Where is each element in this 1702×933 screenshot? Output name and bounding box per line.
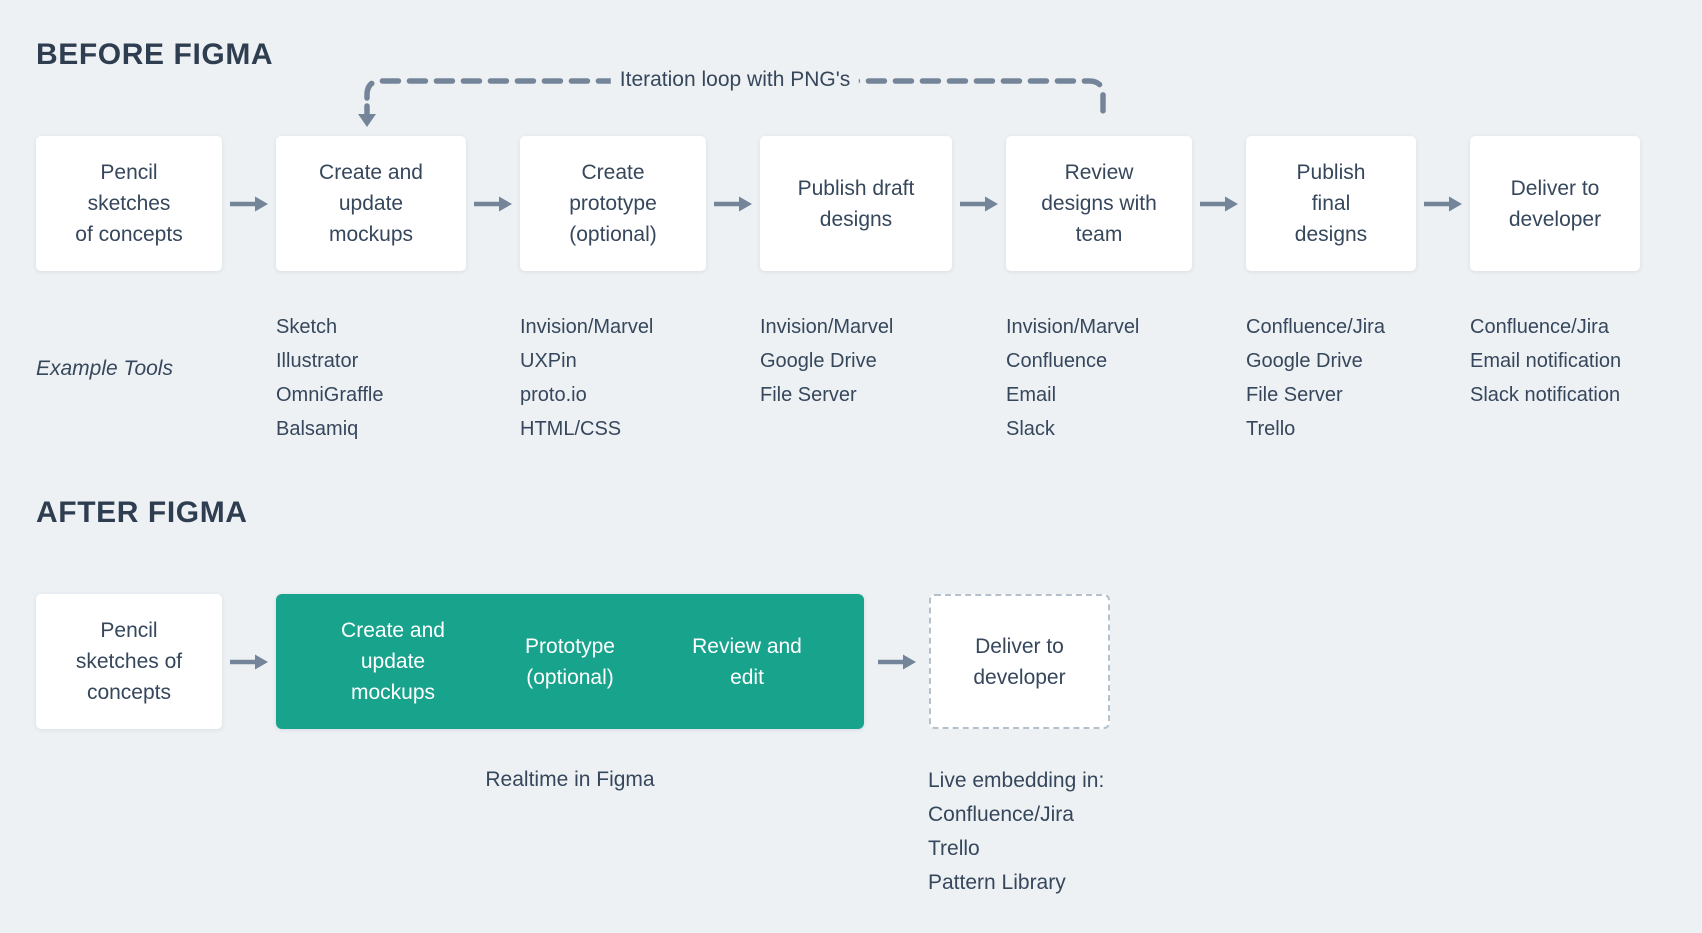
tools-list: Confluence/Jira Email notification Slack… [1470,310,1640,412]
arrow-right-icon [230,654,268,669]
before-flow-row: Pencil sketches of concepts Example Tool… [36,136,1640,446]
tool-item: File Server [760,384,857,406]
before-step-publish-draft: Publish draft designs Invision/Marvel Go… [760,136,952,412]
example-tools-label: Example Tools [36,357,173,380]
step-box: Publish final designs [1246,136,1416,271]
tool-item: Google Drive [1246,350,1363,372]
arrow-right-icon [1200,196,1238,211]
arrow-right-icon [960,196,998,211]
tool-item: File Server [1246,384,1343,406]
tool-item: Invision/Marvel [760,316,894,338]
figma-combined-step-box: Create and update mockups Prototype (opt… [276,594,864,729]
before-step-deliver: Deliver to developer Confluence/Jira Ema… [1470,136,1640,412]
step-box: Pencil sketches of concepts [36,136,222,271]
step-box: Deliver to developer [1470,136,1640,271]
after-figma-title: AFTER FIGMA [36,496,248,529]
tool-item: Slack [1006,418,1055,440]
tool-item: Google Drive [760,350,877,372]
live-embedding-caption: Live embedding in: Confluence/Jira Trell… [928,769,1105,894]
flow-arrow [1192,136,1246,271]
flow-arrow [706,136,760,271]
arrow-right-icon [230,196,268,211]
tool-item: Confluence/Jira [1470,316,1609,338]
arrow-right-icon [714,196,752,211]
step-box: Pencil sketches of concepts [36,594,222,729]
arrow-right-icon [877,654,916,669]
tool-item: Confluence [1006,350,1108,372]
tool-item: HTML/CSS [520,418,622,440]
tool-item: Sketch [276,316,338,338]
tool-item: Illustrator [276,350,359,372]
iteration-loop-label: Iteration loop with PNG's [610,68,860,92]
figma-step-label: Prototype (optional) [525,634,615,689]
tool-item: Confluence/Jira [1246,316,1385,338]
tools-list: Sketch Illustrator OmniGraffle Balsamiq [276,310,466,446]
after-flow-row: Pencil sketches of concepts Create and u… [36,594,1110,729]
step-box: Create and update mockups [276,136,466,271]
tools-list: Confluence/Jira Google Drive File Server… [1246,310,1416,446]
flow-arrow [952,136,1006,271]
tools-list: Invision/Marvel Google Drive File Server [760,310,952,412]
tool-item: OmniGraffle [276,384,384,406]
tool-item: Balsamiq [276,418,359,440]
step-box: Review designs with team [1006,136,1192,271]
before-step-publish-final: Publish final designs Confluence/Jira Go… [1246,136,1416,446]
arrow-down-icon [358,114,376,127]
tool-item: UXPin [520,350,577,372]
tool-item: Invision/Marvel [520,316,654,338]
tool-item: Trello [1246,418,1296,440]
tools-list: Invision/Marvel Confluence Email Slack [1006,310,1192,446]
figma-step-label: Review and edit [692,634,802,689]
arrow-right-icon [1424,196,1462,211]
tool-item: Slack notification [1470,384,1621,406]
after-step-deliver-box: Deliver to developer [929,594,1110,729]
step-box: Create prototype (optional) [520,136,706,271]
before-figma-title: BEFORE FIGMA [36,38,274,71]
flow-arrow [864,594,929,729]
arrow-right-icon [474,196,512,211]
after-step-pencil-sketches: Pencil sketches of concepts [36,594,222,729]
flow-arrow [466,136,520,271]
tool-item: Email notification [1470,350,1622,372]
before-step-create-mockups: Create and update mockups Sketch Illustr… [276,136,466,446]
step-box: Publish draft designs [760,136,952,271]
realtime-in-figma-caption: Realtime in Figma [485,768,655,791]
before-step-create-prototype: Create prototype (optional) Invision/Mar… [520,136,706,446]
tool-item: Invision/Marvel [1006,316,1140,338]
flow-arrow [222,594,276,729]
before-step-review-designs: Review designs with team Invision/Marvel… [1006,136,1192,446]
tool-item: Email [1006,384,1057,406]
flow-arrow [222,136,276,271]
flow-arrow [1416,136,1470,271]
before-step-pencil-sketches: Pencil sketches of concepts Example Tool… [36,136,222,381]
tools-list: Invision/Marvel UXPin proto.io HTML/CSS [520,310,706,446]
tool-item: proto.io [520,384,587,406]
figma-step-label: Create and update mockups [341,619,445,704]
